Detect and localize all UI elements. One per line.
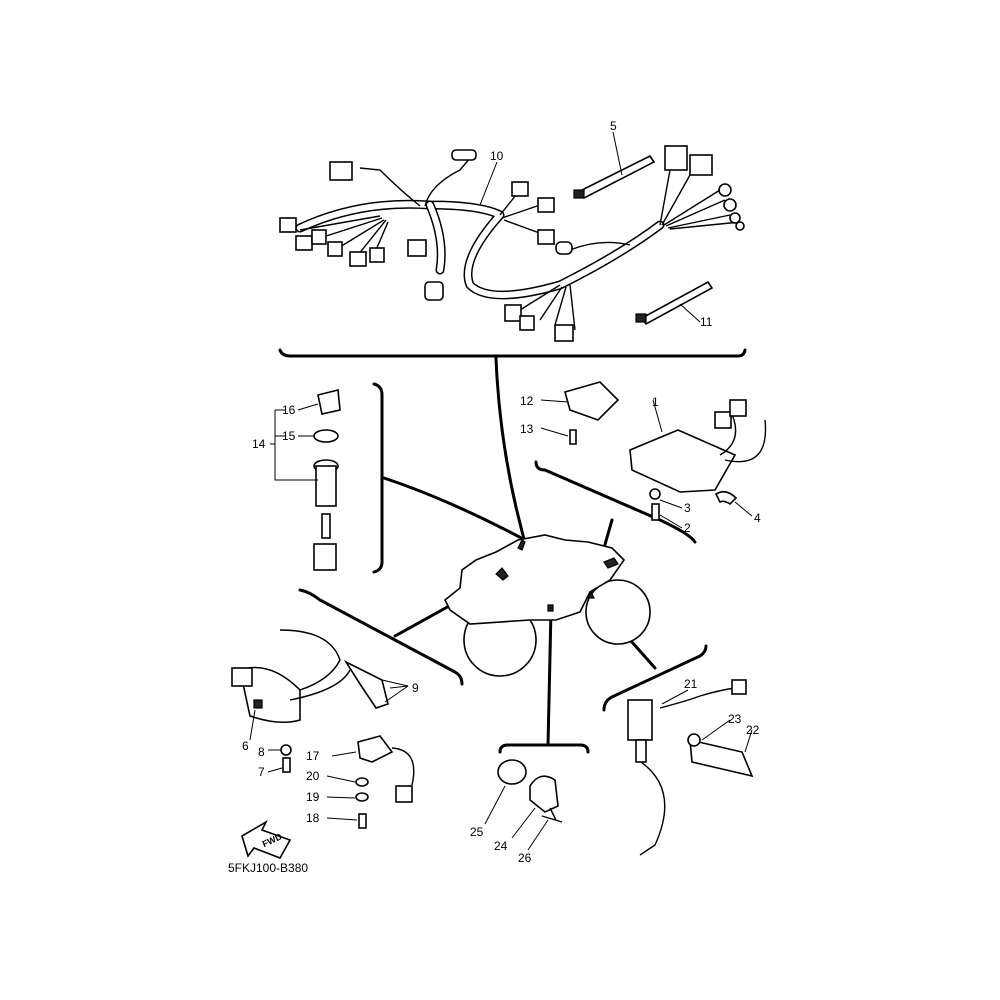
- part-label[interactable]: 22: [746, 723, 760, 737]
- main-switch: [270, 388, 341, 571]
- part-label[interactable]: 3: [684, 501, 691, 515]
- rectifier-regulator: [629, 399, 767, 521]
- group-brackets: [278, 348, 747, 754]
- stop-switch: [627, 679, 754, 856]
- part-label[interactable]: 8: [258, 745, 265, 759]
- part-label[interactable]: 26: [518, 851, 532, 865]
- part-label[interactable]: 7: [258, 765, 265, 779]
- part-label[interactable]: 23: [728, 712, 742, 726]
- part-label[interactable]: 9: [412, 681, 419, 695]
- neutral-switch: [497, 759, 563, 823]
- vehicle-outline: [443, 534, 651, 677]
- leader-lines: [249, 131, 753, 851]
- part-label[interactable]: 2: [684, 521, 691, 535]
- part-label[interactable]: 5: [610, 119, 617, 133]
- cable-ties: [573, 154, 714, 326]
- starter-relay: [355, 735, 415, 829]
- part-label[interactable]: 20: [306, 769, 320, 783]
- part-label[interactable]: 18: [306, 811, 320, 825]
- harness-connectors: [279, 145, 745, 342]
- igniter-unit: [564, 381, 620, 445]
- part-label[interactable]: 25: [470, 825, 484, 839]
- part-label[interactable]: 10: [490, 149, 504, 163]
- part-label[interactable]: 11: [700, 315, 713, 329]
- part-label[interactable]: 17: [306, 749, 320, 763]
- part-labels: 1 2 3 4 5 6 7 8 9 10 11 12 13 14 15 16 1…: [242, 119, 761, 865]
- part-label[interactable]: 15: [282, 429, 296, 443]
- rear-wheel: [585, 579, 651, 645]
- drawing-code: 5FKJ100-B380: [228, 861, 308, 875]
- part-label[interactable]: 6: [242, 739, 249, 753]
- part-label[interactable]: 4: [754, 511, 761, 525]
- part-label[interactable]: 21: [684, 677, 698, 691]
- part-label[interactable]: 14: [252, 437, 266, 451]
- part-label[interactable]: 19: [306, 790, 320, 804]
- wire-harness: [279, 145, 745, 342]
- ignition-coil: [231, 629, 389, 773]
- part-label[interactable]: 16: [282, 403, 296, 417]
- fwd-arrow-icon: [241, 819, 292, 859]
- part-label[interactable]: 1: [652, 395, 659, 409]
- part-label[interactable]: 13: [520, 422, 534, 436]
- part-label[interactable]: 12: [520, 394, 534, 408]
- part-label[interactable]: 24: [494, 839, 508, 853]
